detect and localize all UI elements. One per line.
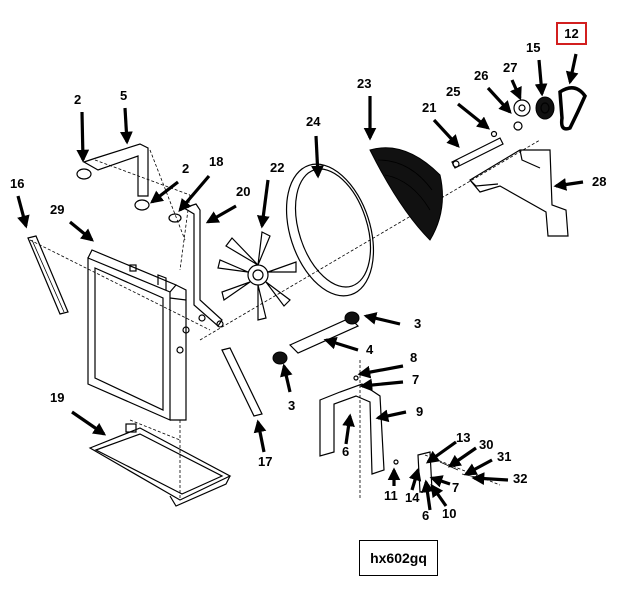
lower-hose [272,311,360,365]
upper-hose [76,143,150,211]
callout-23: 23 [357,76,371,91]
callout-28: 28 [592,174,606,189]
callout-4: 4 [366,342,374,357]
callout-arrows [16,53,584,511]
fan-shroud-ring [285,163,375,297]
callout-6b: 6 [422,508,429,523]
callout-8: 8 [410,350,417,365]
callout-22: 22 [270,160,284,175]
callout-11: 11 [384,488,398,503]
fan-guard [369,147,443,241]
highlighted-callout-label: 12 [564,26,579,41]
callout-2a: 2 [74,92,81,107]
callout-10: 10 [442,506,456,521]
callout-7a: 7 [412,372,419,387]
fan-support-bracket [469,149,569,237]
callout-20: 20 [236,184,250,199]
callout-3b: 3 [288,398,295,413]
callout-24: 24 [306,114,321,129]
drive-shaft [451,99,531,169]
highlighted-callout-box: 12 [556,22,587,45]
callout-3a: 3 [414,316,421,331]
callout-32: 32 [513,471,527,486]
right-support-bar [221,347,263,417]
figure-id-label: hx602gq [370,550,427,566]
drive-belt [558,86,588,131]
callout-21: 21 [422,100,436,115]
base-frame [88,423,232,507]
left-support-bar [27,235,69,315]
mount-bracket [319,375,385,475]
callout-6a: 6 [342,444,349,459]
callout-9: 9 [416,404,423,419]
callout-14: 14 [405,490,420,505]
figure-id-box: hx602gq [359,540,438,576]
callout-26: 26 [474,68,488,83]
callout-19: 19 [50,390,64,405]
callout-2b: 2 [182,161,189,176]
callout-7b: 7 [452,480,459,495]
callout-31: 31 [497,449,511,464]
radiator [87,249,190,421]
callout-labels: 2 5 2 18 16 29 20 22 24 23 21 25 26 27 1… [10,40,606,523]
callout-15: 15 [526,40,540,55]
callout-5: 5 [120,88,127,103]
callout-16: 16 [10,176,24,191]
callout-30: 30 [479,437,493,452]
pulley [535,96,555,120]
callout-29: 29 [50,202,64,217]
callout-13: 13 [456,430,470,445]
callout-17: 17 [258,454,272,469]
fan [217,231,297,321]
callout-27: 27 [503,60,517,75]
callout-18: 18 [209,154,223,169]
lower-pipe [168,203,224,328]
callout-25: 25 [446,84,460,99]
